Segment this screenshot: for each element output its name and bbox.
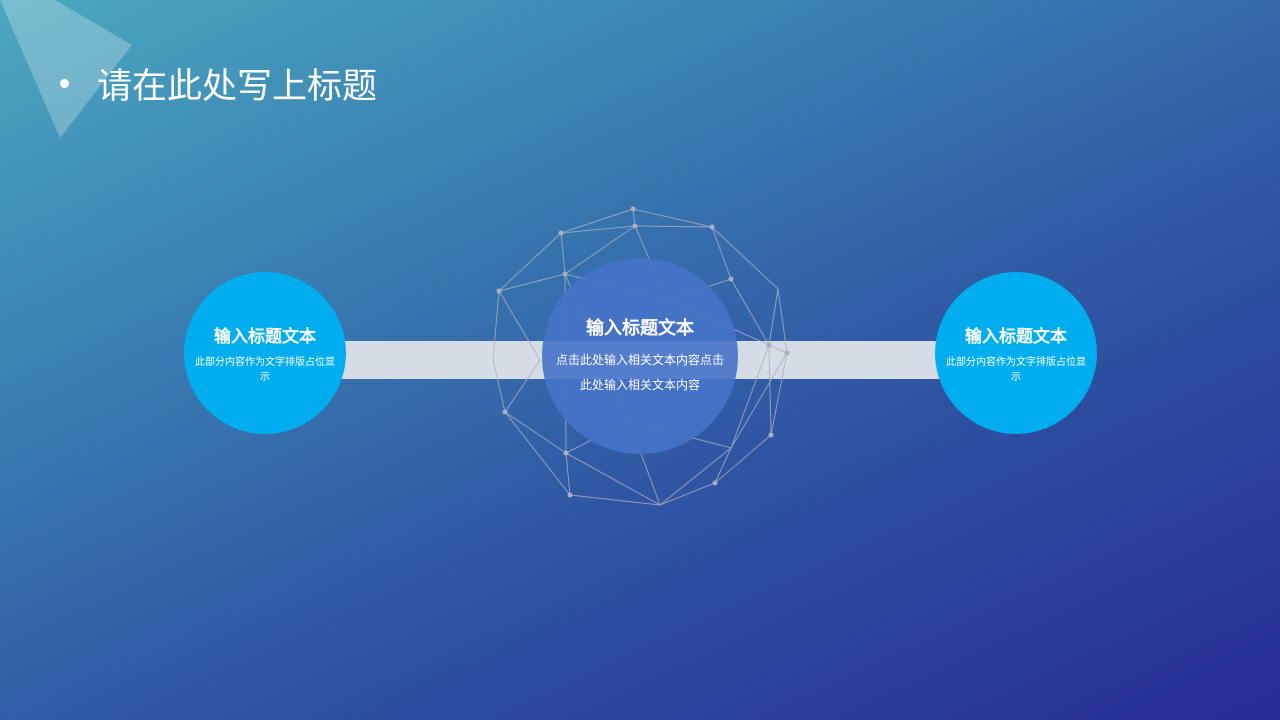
center-body-line2: 此处输入相关文本内容	[579, 378, 700, 392]
right-body: 此部分内容作为文字排版占位显示	[946, 356, 1086, 383]
left-topic-circle: 输入标题文本 此部分内容作为文字排版占位显示	[184, 272, 346, 434]
page-title: 请在此处写上标题	[60, 58, 377, 109]
center-topic-circle: 输入标题文本 点击此处输入相关文本内容点击 此处输入相关文本内容	[542, 258, 738, 454]
left-body: 此部分内容作为文字排版占位显示	[195, 356, 335, 383]
bullet-icon	[60, 79, 69, 88]
decorative-triangle	[0, 0, 132, 138]
right-topic-circle: 输入标题文本 此部分内容作为文字排版占位显示	[935, 272, 1097, 434]
center-heading: 输入标题文本	[586, 318, 694, 339]
title-text: 请在此处写上标题	[97, 67, 378, 107]
left-heading: 输入标题文本	[214, 326, 316, 347]
center-body-line1: 点击此处输入相关文本内容点击	[555, 353, 724, 367]
right-heading: 输入标题文本	[965, 326, 1067, 347]
